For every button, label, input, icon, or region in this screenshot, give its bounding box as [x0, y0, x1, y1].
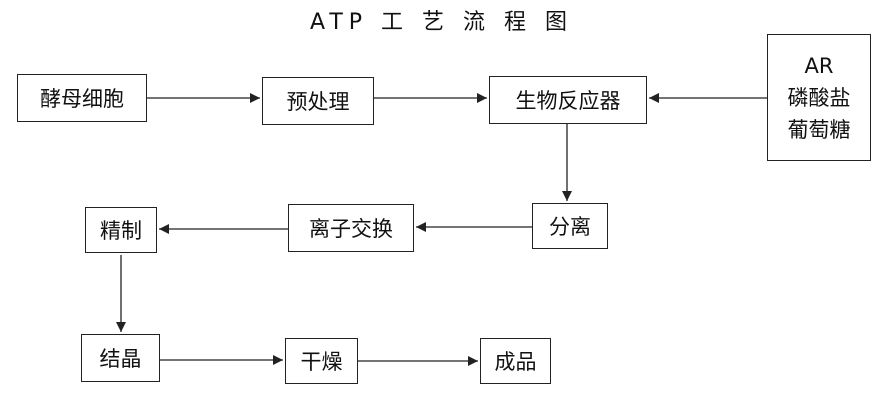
node-dry: 干燥 [285, 338, 358, 384]
node-ion-exchange: 离子交换 [288, 204, 414, 252]
diagram-title: ATP 工 艺 流 程 图 [309, 10, 573, 35]
node-crystallize: 结晶 [81, 334, 160, 382]
node-raw-materials: AR 磷酸盐 葡萄糖 [767, 34, 871, 161]
node-label: 离子交换 [309, 217, 393, 241]
node-pretreatment: 预处理 [262, 77, 374, 125]
node-label: 成品 [494, 350, 537, 374]
node-bioreactor: 生物反应器 [489, 76, 647, 124]
node-label: 干燥 [300, 350, 343, 374]
node-label: 分离 [549, 215, 591, 239]
raw-phosphate-label: 磷酸盐 [787, 85, 851, 110]
node-product: 成品 [480, 338, 551, 384]
node-label: 生物反应器 [515, 89, 621, 113]
node-label: 预处理 [286, 90, 350, 114]
node-separation: 分离 [532, 203, 608, 249]
node-label: 精制 [100, 219, 142, 243]
node-yeast-cells: 酵母细胞 [17, 74, 147, 122]
node-label: 结晶 [99, 347, 142, 371]
raw-glucose-label: 葡萄糖 [787, 117, 851, 142]
node-label: 酵母细胞 [40, 87, 124, 111]
node-refine: 精制 [85, 207, 157, 253]
raw-ar-label: AR [804, 53, 834, 78]
